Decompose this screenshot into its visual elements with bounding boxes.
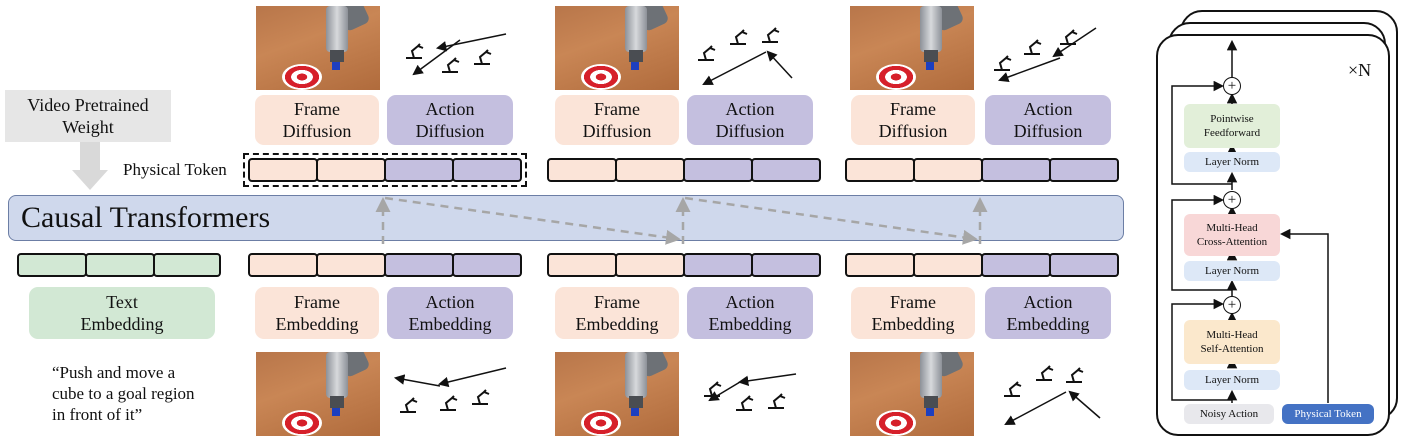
robot-scene-image xyxy=(850,6,974,90)
frame-diffusion-box: Frame Diffusion xyxy=(555,95,679,145)
layer-norm-box: Layer Norm xyxy=(1184,261,1280,281)
instruction-text: “Push and move a cube to a goal region i… xyxy=(52,363,195,424)
layer-norm-box: Layer Norm xyxy=(1184,370,1280,390)
physical-token-highlight xyxy=(243,153,527,187)
output-token-row xyxy=(547,158,821,182)
frame-diffusion-box: Frame Diffusion xyxy=(851,95,975,145)
input-token-row xyxy=(248,253,522,277)
physical-token-input-box: Physical Token xyxy=(1282,404,1374,424)
frame-embedding-box: Frame Embedding xyxy=(851,287,975,339)
output-token-row xyxy=(248,158,522,182)
pointwise-feedforward-box: Pointwise Feedforward xyxy=(1184,104,1280,148)
input-token-row xyxy=(845,253,1119,277)
frame-embedding-box: Frame Embedding xyxy=(555,287,679,339)
robot-scene-image xyxy=(850,352,974,436)
robot-scene-image xyxy=(555,6,679,90)
residual-add-icon: + xyxy=(1223,191,1241,209)
down-arrow-icon xyxy=(72,142,108,190)
causal-transformers-label: Causal Transformers xyxy=(21,201,271,234)
action-embedding-box: Action Embedding xyxy=(387,287,513,339)
residual-add-icon: + xyxy=(1223,296,1241,314)
action-embedding-box: Action Embedding xyxy=(687,287,813,339)
robot-scene-image xyxy=(256,352,380,436)
action-diffusion-box: Action Diffusion xyxy=(985,95,1111,145)
self-attention-box: Multi-Head Self-Attention xyxy=(1184,320,1280,364)
physical-token-label: Physical Token xyxy=(123,160,227,179)
text-token-row xyxy=(17,253,221,277)
action-diffusion-box: Action Diffusion xyxy=(687,95,813,145)
frame-embedding-box: Frame Embedding xyxy=(255,287,379,339)
frame-diffusion-box: Frame Diffusion xyxy=(255,95,379,145)
robot-scene-image xyxy=(555,352,679,436)
noisy-action-box: Noisy Action xyxy=(1184,404,1274,424)
action-diffusion-box: Action Diffusion xyxy=(387,95,513,145)
robot-scene-image xyxy=(256,6,380,90)
output-token-row xyxy=(845,158,1119,182)
action-embedding-box: Action Embedding xyxy=(985,287,1111,339)
video-pretrained-weight-box: Video Pretrained Weight xyxy=(5,90,171,142)
repeat-n-label: ×N xyxy=(1348,60,1372,80)
input-token-row xyxy=(547,253,821,277)
layer-norm-box: Layer Norm xyxy=(1184,152,1280,172)
text-embedding-box: Text Embedding xyxy=(29,287,215,339)
cross-attention-box: Multi-Head Cross-Attention xyxy=(1184,214,1280,256)
residual-add-icon: + xyxy=(1223,77,1241,95)
